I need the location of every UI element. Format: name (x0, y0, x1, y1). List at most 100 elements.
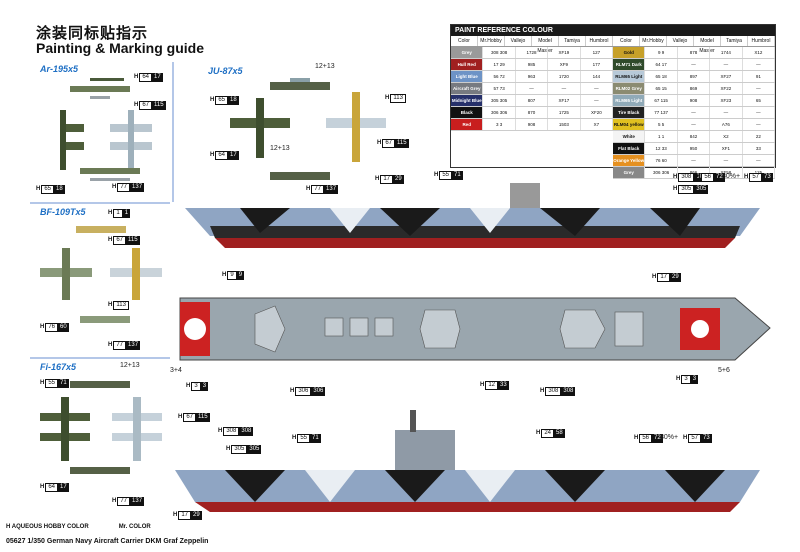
hull-waterline (195, 502, 740, 512)
swatch-cell: Midnight Blue (451, 95, 484, 106)
table-cell: 897 (678, 71, 711, 82)
elevator-1 (254, 305, 286, 353)
bf109-side-view (76, 226, 126, 233)
section-bf109: BF-109Tx5 (40, 207, 86, 217)
table-cell: — (743, 155, 776, 166)
table-cell: — (678, 155, 711, 166)
mast (410, 410, 416, 432)
table-cell: — (581, 95, 614, 106)
table-cell: 306 306 (645, 167, 678, 178)
ju87-bottom-view (326, 92, 386, 162)
table-cell: 950 (678, 143, 711, 154)
table-cell: — (743, 83, 776, 94)
paint-reference-table: PAINT REFERENCE COLOUR Color Mr.Hobby Va… (450, 24, 776, 179)
table-cell: 908 (678, 95, 711, 106)
table-cell: 56 72 (483, 71, 516, 82)
table-cell: X12 (743, 47, 776, 58)
section-ju87: JU-87x5 (208, 66, 243, 76)
table-cell: 57 73 (483, 83, 516, 94)
page-title: Painting & Marking guide (36, 40, 205, 56)
table-cell: 3 3 (483, 119, 516, 130)
table-header: Color Mr.Hobby Vallejo Model Master Tami… (451, 36, 775, 54)
table-cell: 870 (516, 107, 549, 118)
table-cell: XF22 (710, 83, 743, 94)
table-cell: — (678, 119, 711, 130)
ju87-side-view (270, 78, 330, 90)
table-cell: XF1 (710, 143, 743, 154)
swatch-cell: Red (451, 119, 484, 130)
island-superstructure (510, 183, 540, 208)
col-header: Mr.Hobby (640, 36, 667, 46)
table-cell: X2 (710, 131, 743, 142)
ar195-side-view-2 (80, 168, 140, 181)
swatch-cell: Gold (613, 47, 646, 58)
bf109-drawings (40, 226, 162, 323)
swatch-cell: Grey (613, 167, 646, 178)
table-cell: — (678, 59, 711, 70)
table-cell: 65 (743, 95, 776, 106)
ju87-drawings (230, 78, 386, 180)
table-cell: 177 (581, 59, 614, 70)
col-header: Vallejo (505, 36, 532, 46)
fi167-top-view (40, 397, 90, 461)
table-cell: XF9 (548, 59, 581, 70)
bf109-side-view-2 (80, 316, 130, 323)
table-cell: — (743, 107, 776, 118)
table-cell: XF17 (548, 95, 581, 106)
legend-mr-color: Mr. COLOR (118, 524, 151, 530)
table-cell: 807 (516, 95, 549, 106)
divider (30, 202, 170, 204)
table-cell: 12 33 (645, 143, 678, 154)
swatch-cell: Flat Black (613, 143, 646, 154)
table-cell: 5 5 (645, 119, 678, 130)
ju87-top-view (230, 98, 290, 158)
swatch-cell: RLM65 Light Blue (613, 95, 646, 106)
part-number: 3+4 (170, 367, 182, 374)
table-cell: 1503 (548, 119, 581, 130)
table-cell: XF27 (710, 71, 743, 82)
ship-side-view-bottom (175, 410, 760, 512)
table-cell: 91 (743, 71, 776, 82)
swatch-cell: Aircraft Grey (451, 83, 484, 94)
flight-deck-plan (179, 297, 771, 361)
table-cell: 9 9 (645, 47, 678, 58)
swatch-cell: Light Blue (451, 71, 484, 82)
col-header: Color (451, 36, 478, 46)
table-cell: 1728 (516, 47, 549, 58)
table-cell: 963 (516, 71, 549, 82)
ar195-bottom-view (110, 110, 152, 170)
footer-caption: 05627 1/350 German Navy Aircraft Carrier… (6, 538, 209, 545)
table-cell: 842 (678, 131, 711, 142)
fi167-drawings (40, 381, 162, 474)
table-cell: 144 (581, 71, 614, 82)
section-ar195: Ar-195x5 (40, 64, 79, 74)
table-cell: 76 60 (645, 155, 678, 166)
ship-side-view-top (185, 183, 760, 248)
